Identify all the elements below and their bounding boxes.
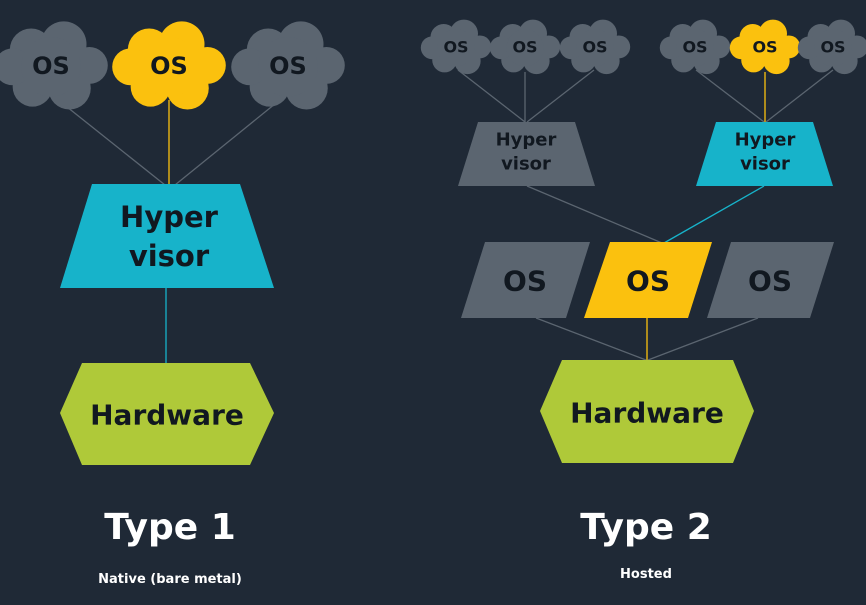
type2-left-guest-os-1: OS — [420, 19, 492, 75]
type2-left-guest-os-2: OS — [489, 19, 561, 75]
connector-rhyper-hostos — [663, 185, 765, 244]
guest-os-label: OS — [582, 38, 607, 57]
guest-os-label: OS — [150, 52, 188, 80]
guest-os-label: OS — [820, 38, 845, 57]
host-os-label: OS — [748, 265, 792, 298]
hypervisor-label-line1: Hyper — [735, 130, 796, 151]
connector-lguest3-lhyper — [526, 69, 595, 123]
type2-host-os-2-highlighted: OS — [584, 242, 712, 318]
connector-hostos3-hardware — [647, 317, 759, 361]
connector-lhyper-hostos — [526, 185, 663, 244]
type1-hypervisor: Hyper visor — [60, 184, 274, 288]
type2-right-guest-os-1: OS — [659, 19, 731, 75]
hypervisor-label-line2: visor — [501, 154, 551, 175]
guest-os-label: OS — [443, 38, 468, 57]
type2-connectors — [457, 69, 834, 361]
guest-os-label: OS — [512, 38, 537, 57]
type2-subtitle: Hosted — [620, 567, 672, 582]
type1-subtitle: Native (bare metal) — [98, 572, 242, 587]
host-os-label: OS — [626, 265, 670, 298]
type2-right-guest-os-3: OS — [797, 19, 866, 75]
hypervisor-label-line1: Hyper — [120, 200, 219, 234]
hardware-label: Hardware — [90, 399, 244, 432]
type2-host-os-3: OS — [707, 242, 834, 318]
host-os-parallelogram — [461, 242, 590, 318]
hardware-hexagon — [60, 363, 274, 465]
type2-left-guest-os-3: OS — [559, 19, 631, 75]
connector-guest1-hypervisor — [51, 94, 166, 186]
type2-host-os-1: OS — [461, 242, 590, 318]
connector-lguest1-lhyper — [457, 69, 526, 123]
type1-guest-os-3: OS — [231, 21, 345, 110]
type1-connectors — [51, 94, 287, 364]
hypervisor-label-line1: Hyper — [496, 130, 557, 151]
hypervisor-label-line2: visor — [129, 239, 210, 273]
type1-guest-os-2-highlighted: OS — [112, 21, 226, 110]
host-os-parallelogram — [584, 242, 712, 318]
type1-guest-os-1: OS — [0, 21, 108, 110]
connector-guest3-hypervisor — [174, 94, 287, 186]
type2-title: Type 2 — [580, 507, 712, 548]
hardware-label: Hardware — [570, 397, 724, 430]
connector-rguest3-rhyper — [765, 69, 834, 123]
hypervisor-trapezoid — [60, 184, 274, 288]
guest-os-label: OS — [269, 52, 307, 80]
host-os-label: OS — [503, 265, 547, 298]
type2-right-guest-os-2-highlighted: OS — [729, 19, 801, 75]
guest-os-label: OS — [752, 38, 777, 57]
hypervisor-trapezoid — [696, 122, 833, 186]
type2-left-hypervisor: Hyper visor — [458, 122, 595, 186]
guest-os-label: OS — [32, 52, 70, 80]
type1-title: Type 1 — [104, 507, 236, 548]
type2-hardware: Hardware — [540, 360, 754, 463]
guest-os-label: OS — [682, 38, 707, 57]
hardware-hexagon — [540, 360, 754, 463]
type1-hardware: Hardware — [60, 363, 274, 465]
connector-rguest1-rhyper — [695, 69, 765, 123]
host-os-parallelogram — [707, 242, 834, 318]
hypervisor-trapezoid — [458, 122, 595, 186]
connector-hostos1-hardware — [535, 317, 647, 361]
hypervisor-label-line2: visor — [740, 154, 790, 175]
type2-right-hypervisor: Hyper visor — [696, 122, 833, 186]
